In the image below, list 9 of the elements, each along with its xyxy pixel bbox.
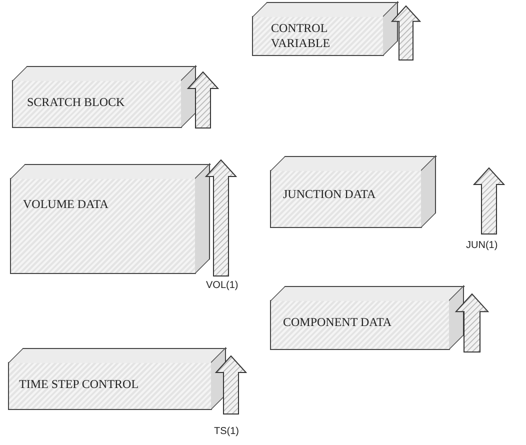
block-label: COMPONENT DATA: [283, 315, 392, 330]
arrow-label: VOL(1): [206, 280, 238, 291]
block-label: VOLUME DATA: [23, 197, 110, 212]
arrow-label: TS(1): [214, 426, 239, 437]
block-label: TIME STEP CONTROL: [19, 377, 140, 392]
block-label: SCRATCH BLOCK: [27, 95, 126, 110]
block-label: JUNCTION DATA: [283, 187, 377, 202]
block-label: CONTROL VARIABLE: [271, 21, 332, 51]
arrow-label: JUN(1): [466, 240, 498, 251]
